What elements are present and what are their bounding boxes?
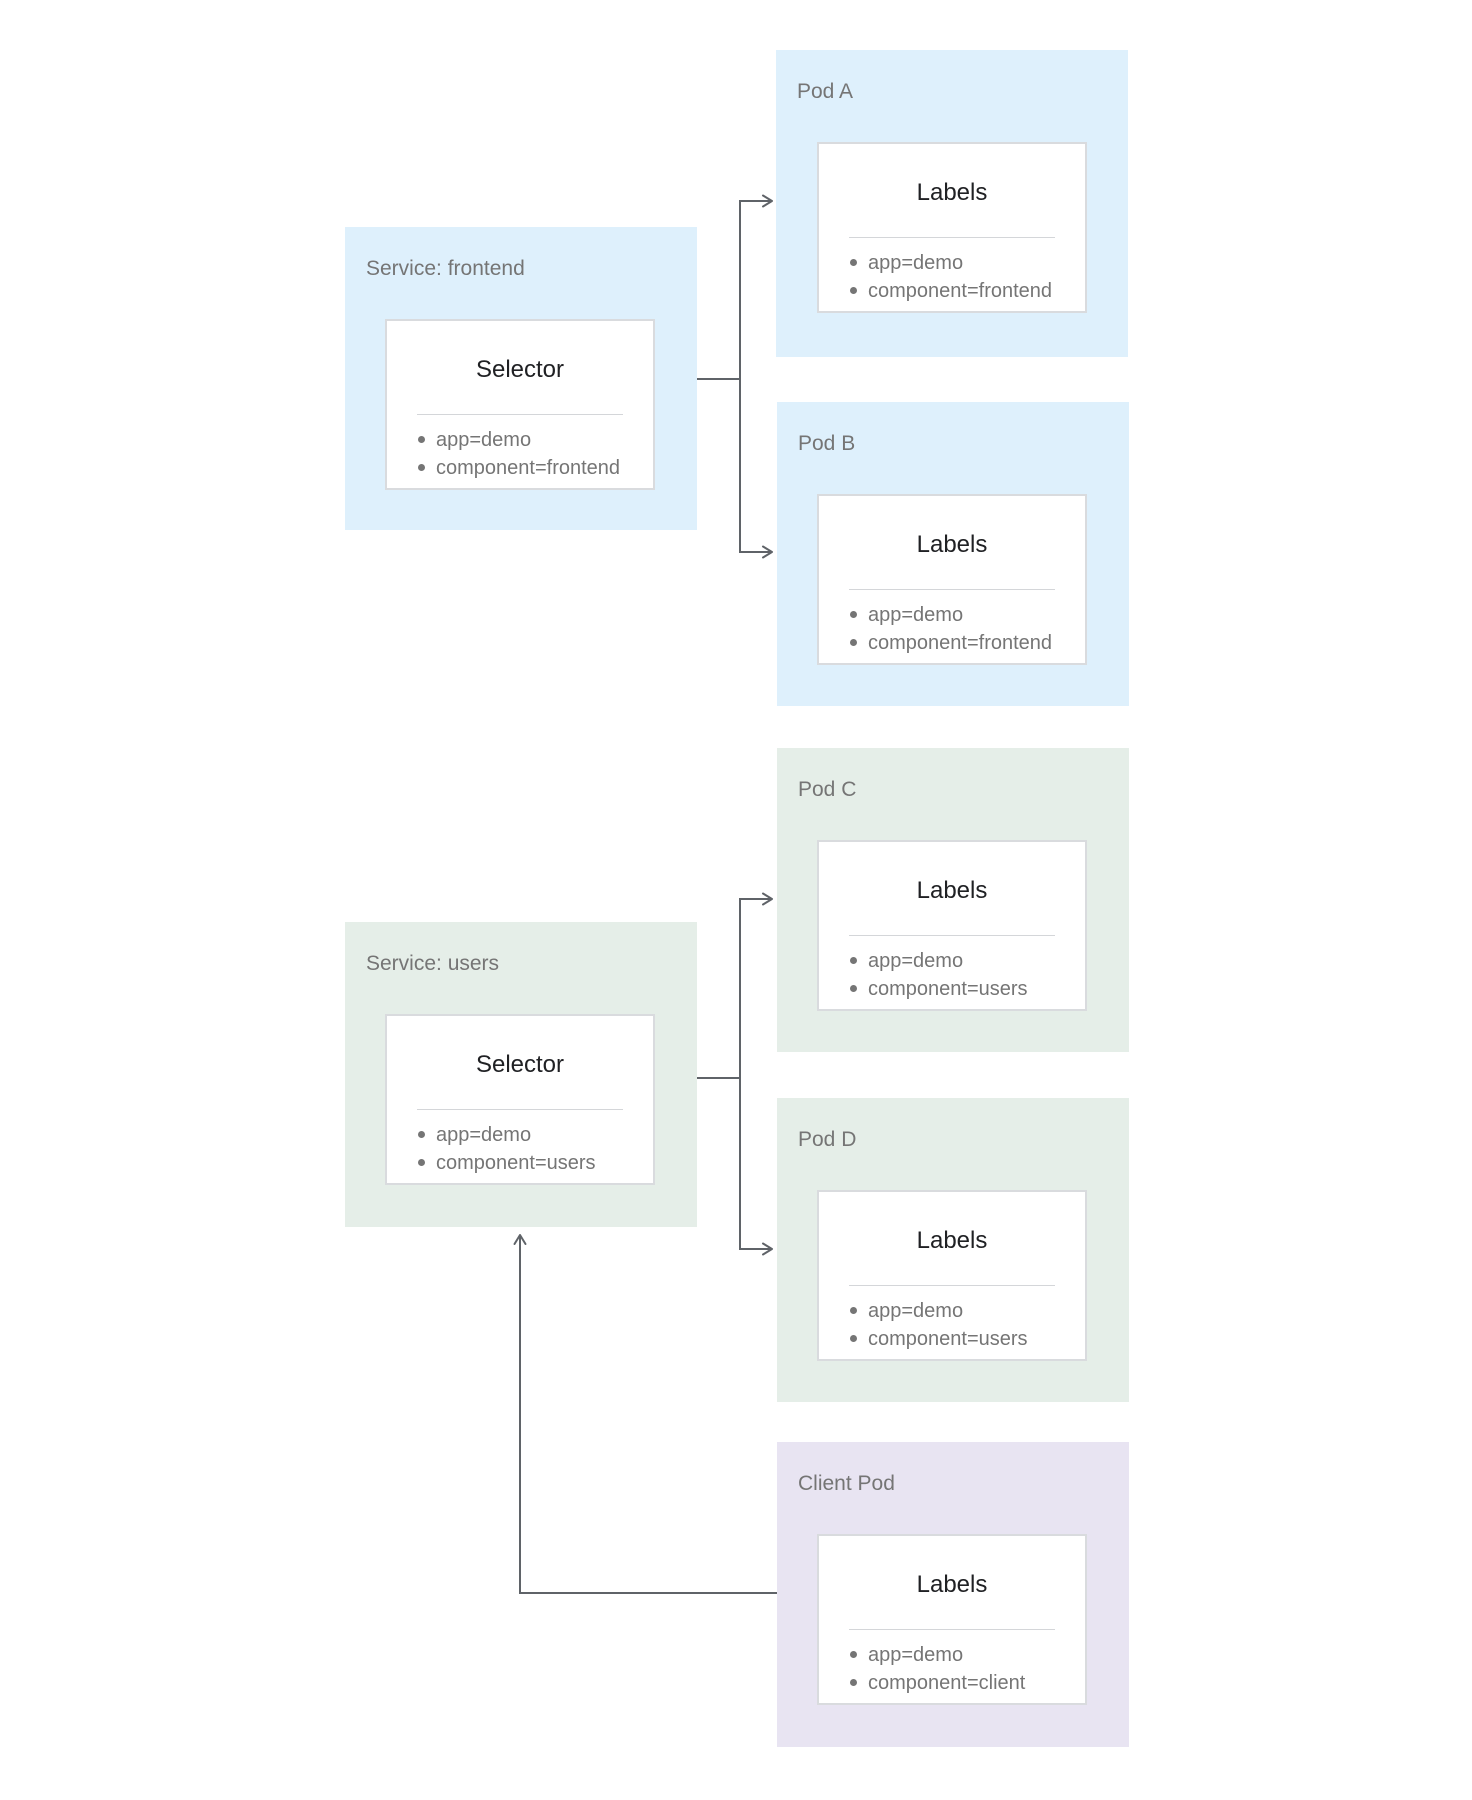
selector-item: app=demo (418, 426, 647, 454)
pod-c-box: Pod C Labels app=demo component=users (777, 748, 1129, 1052)
label-item: app=demo (850, 1641, 1079, 1669)
label-item: app=demo (850, 601, 1079, 629)
edge-service-users-to-pod-d (739, 1078, 773, 1256)
label-item-list: app=demo component=client (819, 1641, 1085, 1697)
label-item: component=client (850, 1669, 1079, 1697)
selector-item: app=demo (418, 1121, 647, 1149)
client-pod-labels-card: Labels app=demo component=client (817, 1534, 1087, 1705)
client-pod-box: Client Pod Labels app=demo component=cli… (777, 1442, 1129, 1747)
label-item-list: app=demo component=frontend (819, 601, 1085, 657)
pod-d-title: Pod D (798, 1128, 857, 1151)
card-divider (417, 1109, 623, 1110)
service-frontend-selector-card: Selector app=demo component=frontend (385, 319, 655, 490)
label-item: app=demo (850, 249, 1079, 277)
edge-service-frontend-to-pod-b (739, 379, 773, 559)
card-divider (849, 1629, 1055, 1630)
label-item: component=users (850, 975, 1079, 1003)
pod-b-box: Pod B Labels app=demo component=frontend (777, 402, 1129, 706)
selector-item-list: app=demo component=users (387, 1121, 653, 1177)
labels-card-title: Labels (916, 179, 988, 206)
label-item: component=frontend (850, 629, 1079, 657)
label-item-list: app=demo component=users (819, 1297, 1085, 1353)
selector-card-title: Selector (475, 1051, 565, 1078)
card-divider (849, 237, 1055, 238)
pod-a-box: Pod A Labels app=demo component=frontend (776, 50, 1128, 357)
card-divider (417, 414, 623, 415)
pod-b-title: Pod B (798, 432, 856, 455)
label-item: component=users (850, 1325, 1079, 1353)
service-frontend-title: Service: frontend (366, 257, 525, 280)
service-frontend-box: Service: frontend Selector app=demo comp… (345, 227, 697, 530)
label-item-list: app=demo component=users (819, 947, 1085, 1003)
pod-d-box: Pod D Labels app=demo component=users (777, 1098, 1129, 1402)
labels-card-title: Labels (916, 531, 988, 558)
card-divider (849, 589, 1055, 590)
label-item: component=frontend (850, 277, 1079, 305)
pod-d-labels-card: Labels app=demo component=users (817, 1190, 1087, 1361)
pod-b-labels-card: Labels app=demo component=frontend (817, 494, 1087, 665)
service-users-box: Service: users Selector app=demo compone… (345, 922, 697, 1227)
pod-a-labels-card: Labels app=demo component=frontend (817, 142, 1087, 313)
label-item: app=demo (850, 947, 1079, 975)
client-pod-title: Client Pod (798, 1472, 895, 1495)
labels-card-title: Labels (916, 1227, 988, 1254)
label-item-list: app=demo component=frontend (819, 249, 1085, 305)
card-divider (849, 1285, 1055, 1286)
pod-c-title: Pod C (798, 778, 857, 801)
service-users-selector-card: Selector app=demo component=users (385, 1014, 655, 1185)
label-item: app=demo (850, 1297, 1079, 1325)
card-divider (849, 935, 1055, 936)
selector-item-list: app=demo component=frontend (387, 426, 653, 482)
service-users-title: Service: users (366, 952, 500, 975)
pod-a-title: Pod A (797, 80, 854, 103)
selector-card-title: Selector (475, 356, 565, 383)
labels-card-title: Labels (916, 877, 988, 904)
selector-item: component=frontend (418, 454, 647, 482)
edge-client-pod-to-service-users (513, 1234, 779, 1594)
labels-card-title: Labels (916, 1571, 988, 1598)
selector-item: component=users (418, 1149, 647, 1177)
pod-c-labels-card: Labels app=demo component=users (817, 840, 1087, 1011)
